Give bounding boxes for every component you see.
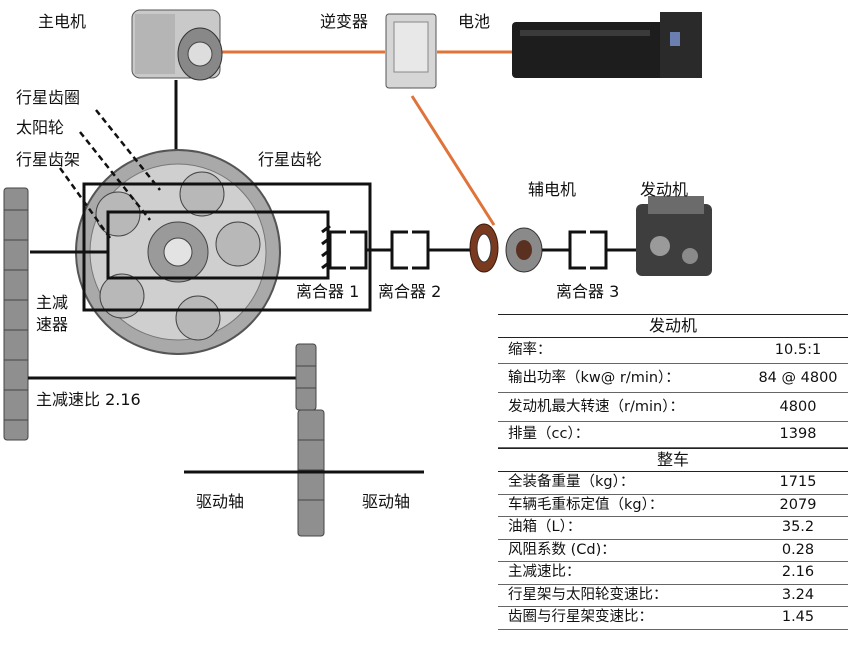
- spec-key: 发动机最大转速（r/min）：: [508, 399, 684, 415]
- drive-shaft-left-label: 驱动轴: [196, 492, 245, 511]
- inverter-auxmotor-line: [410, 95, 496, 226]
- spec-key: 主减速比：: [508, 564, 581, 580]
- spec-table: 发动机 缩率：10.5:1 输出功率（kw@ r/min）：84 @ 4800 …: [498, 314, 848, 630]
- spec-row: 排量（cc）： 1398: [498, 422, 848, 448]
- spec-key: 齿圈与行星架变速比：: [508, 609, 653, 625]
- spec-value: 1.45: [781, 609, 815, 625]
- clutch-1-symbol: [321, 224, 368, 270]
- spec-row: 主减速比： 2.16: [498, 562, 848, 585]
- aux-motor-image: [469, 223, 543, 273]
- spec-key: 行星架与太阳轮变速比：: [508, 586, 668, 603]
- spec-row: 车辆毛重标定值（kg）： 2079: [498, 495, 848, 517]
- spec-value: 84 @ 4800: [758, 370, 838, 386]
- ring-gear-pointer: [95, 109, 161, 191]
- spec-key: 全装备重量（kg）：: [508, 474, 635, 490]
- main-motor-image: [131, 9, 223, 81]
- inverter-label: 逆变器: [320, 12, 369, 31]
- clutch-2-label: 离合器 2: [378, 282, 442, 301]
- spec-key: 输出功率（kw@ r/min）：: [508, 370, 680, 386]
- spec-value: 1715: [779, 474, 817, 490]
- spec-row: 全装备重量（kg）： 1715: [498, 472, 848, 495]
- carrier-pointer: [58, 167, 112, 239]
- spec-row: 发动机最大转速（r/min）： 4800: [498, 393, 848, 422]
- spec-row: 输出功率（kw@ r/min）： 84 @ 4800: [498, 364, 848, 393]
- spec-row: 风阻系数 (Cd)： 0.28: [498, 540, 848, 562]
- inverter-image: [385, 13, 437, 89]
- ring-gear-label: 行星齿圈: [16, 88, 81, 107]
- spec-key: 油箱（L）：: [508, 519, 582, 535]
- final-drive-label: 主减 速器: [36, 293, 69, 334]
- clutch-3-symbol: [568, 230, 608, 270]
- clutch-3-label: 离合器 3: [556, 282, 620, 301]
- spec-value: 1398: [779, 426, 817, 442]
- spec-value: 4800: [779, 399, 817, 415]
- sun-gear-label: 太阳轮: [16, 118, 65, 137]
- spec-value: 35.2: [781, 519, 815, 535]
- spec-key: 缩率：: [508, 342, 552, 358]
- drive-shaft-right-label: 驱动轴: [362, 492, 411, 511]
- battery-label: 电池: [458, 12, 491, 31]
- main-motor-label: 主电机: [38, 12, 87, 31]
- spec-value: 2079: [779, 496, 817, 513]
- planetary-gear-image: [75, 149, 281, 355]
- carrier-link-outer: [82, 182, 372, 312]
- spec-row: 油箱（L）： 35.2: [498, 517, 848, 540]
- spec-key: 风阻系数 (Cd)：: [508, 541, 616, 558]
- spec-key: 排量（cc）：: [508, 426, 590, 442]
- battery-image: [512, 12, 702, 78]
- planetary-gear-label: 行星齿轮: [258, 150, 323, 169]
- spec-key: 车辆毛重标定值（kg）：: [508, 496, 664, 513]
- clutch-2-symbol: [390, 230, 430, 270]
- clutch-1-label: 离合器 1: [296, 282, 360, 301]
- spec-value: 10.5:1: [774, 342, 822, 358]
- engine-spec-header: 发动机: [498, 314, 848, 338]
- spec-value: 3.24: [781, 586, 815, 603]
- differential-gear: [295, 343, 325, 537]
- spec-row: 行星架与太阳轮变速比： 3.24: [498, 585, 848, 607]
- vehicle-spec-header: 整车: [498, 448, 848, 472]
- spec-value: 0.28: [781, 541, 815, 558]
- final-drive-gear: [3, 187, 29, 441]
- carrier-label: 行星齿架: [16, 150, 81, 169]
- spec-value: 2.16: [781, 564, 815, 580]
- aux-motor-label: 辅电机: [528, 180, 577, 199]
- sun-gear-pointer: [79, 131, 151, 221]
- final-drive-ratio-label: 主减速比 2.16: [36, 390, 141, 409]
- spec-row: 缩率： 10.5:1: [498, 338, 848, 364]
- spec-row: 齿圈与行星架变速比： 1.45: [498, 607, 848, 630]
- engine-label: 发动机: [640, 180, 689, 199]
- engine-image: [636, 196, 712, 276]
